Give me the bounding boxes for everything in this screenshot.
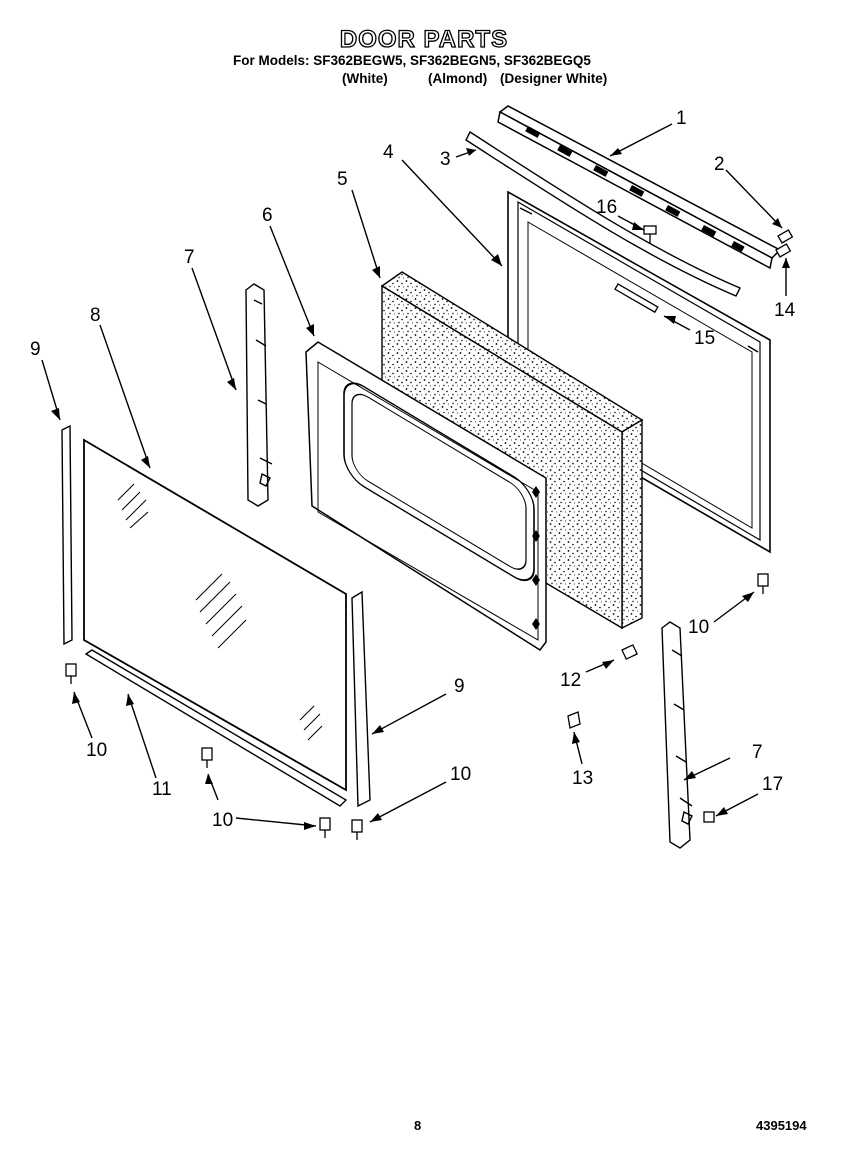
callout-4: 4 <box>383 142 394 163</box>
callout-10-middle: 10 <box>450 764 471 785</box>
door-glass-part <box>83 438 347 792</box>
outer-door-panel <box>507 190 771 554</box>
callout-1: 1 <box>676 108 687 129</box>
callout-5: 5 <box>337 169 348 190</box>
callout-3: 3 <box>440 149 451 170</box>
glass-bottom-trim <box>84 649 348 807</box>
callout-13: 13 <box>572 768 593 789</box>
variant-white: (White) <box>342 71 388 86</box>
leader-arrowheads <box>51 148 790 830</box>
callout-9-right: 9 <box>454 676 465 697</box>
trim-strip-part <box>465 130 741 297</box>
page-number: 8 <box>414 1118 422 1133</box>
model-list: For Models: SF362BEGW5, SF362BEGN5, SF36… <box>233 53 591 68</box>
callout-10-left: 10 <box>86 740 107 761</box>
callout-6: 6 <box>262 205 273 226</box>
inner-door-panel <box>305 341 547 652</box>
page-title: DOOR PARTS <box>339 25 509 53</box>
screw-fasteners <box>65 225 794 840</box>
callout-10-right: 10 <box>688 617 709 638</box>
callout-12: 12 <box>560 670 581 691</box>
variant-almond: (Almond) <box>428 71 488 86</box>
glass-side-trim-right <box>351 590 371 808</box>
callout-2: 2 <box>714 154 725 175</box>
callout-7-right: 7 <box>752 742 763 763</box>
callout-16: 16 <box>596 197 617 218</box>
callout-9-left: 9 <box>30 339 41 360</box>
callout-10-bottom: 10 <box>212 810 233 831</box>
callout-8: 8 <box>90 305 101 326</box>
callout-11: 11 <box>152 779 172 800</box>
leader-lines <box>41 123 787 827</box>
callout-17: 17 <box>762 774 783 795</box>
callout-14: 14 <box>774 300 796 321</box>
callout-15: 15 <box>694 328 715 349</box>
variant-designer-white: (Designer White) <box>500 71 608 86</box>
glass-side-trim-left <box>61 424 73 646</box>
hinge-bracket-right <box>661 621 693 849</box>
document-number: 4395194 <box>756 1118 807 1133</box>
callout-7-left: 7 <box>184 247 195 268</box>
hinge-bracket-left <box>245 283 273 507</box>
